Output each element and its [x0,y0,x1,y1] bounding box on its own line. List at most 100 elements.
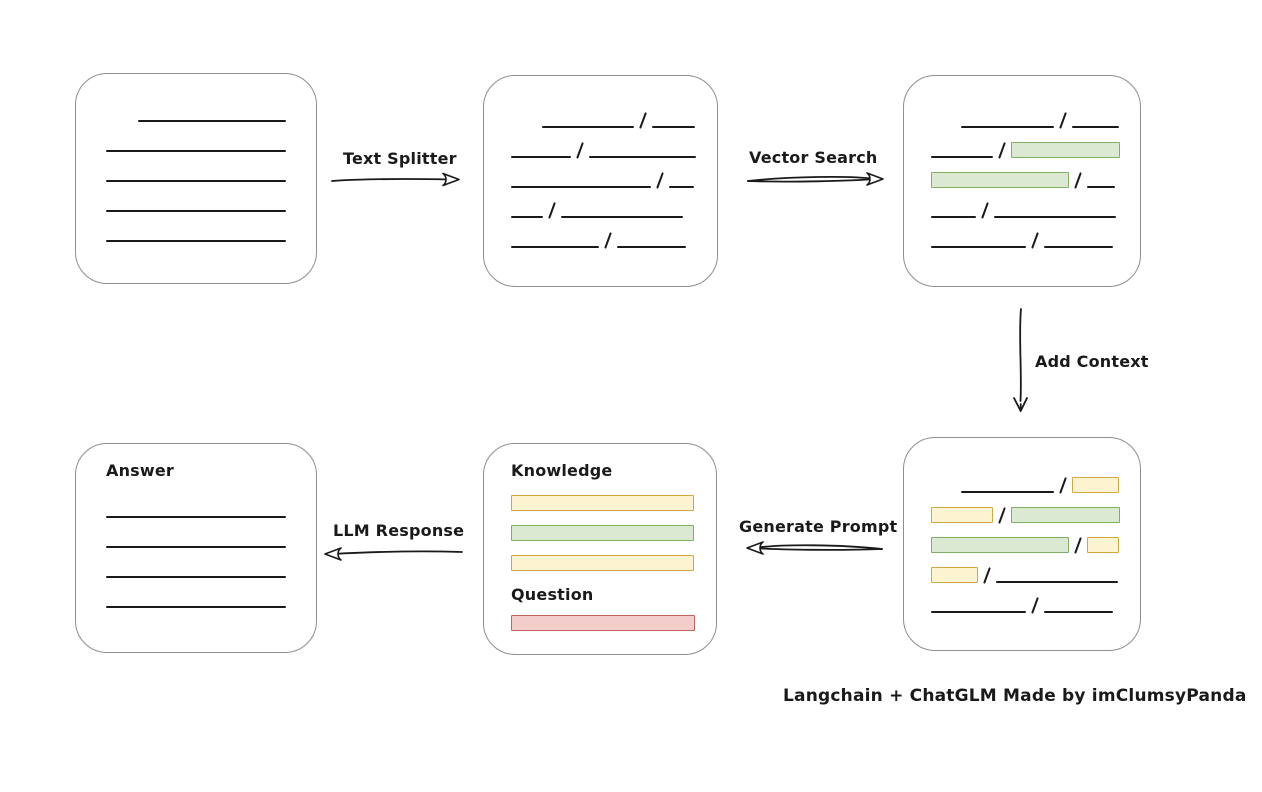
yellow-chunk [931,507,993,523]
text-slash [1059,112,1068,129]
text-slash [548,202,557,219]
text-row [931,98,1140,129]
document-lines [76,74,316,283]
text-row [106,548,316,578]
llm-response-label: LLM Response [333,521,465,540]
question-bars [511,615,716,631]
text-slash [1074,537,1083,554]
knowledge-label: Knowledge [511,461,613,480]
text-line [511,156,571,158]
prompt-box: Knowledge Question [483,443,717,655]
text-line [669,186,695,188]
generate-prompt-arrow-icon [746,541,883,555]
text-line [1044,246,1114,248]
text-slash [998,507,1007,524]
text-line [1072,126,1120,128]
green-chunk [931,172,1069,188]
text-chunks-box [483,75,718,287]
text-row [511,128,717,159]
text-slash [656,172,665,189]
text-row [106,152,316,182]
text-row [106,488,316,518]
text-row [931,218,1140,249]
text-line [994,216,1117,218]
text-line [106,180,286,182]
text-row [931,583,1140,614]
add-context-label: Add Context [1035,352,1149,371]
text-row [106,92,316,122]
text-line [1087,186,1116,188]
text-slash [639,112,648,129]
yellow-chunk [931,567,978,583]
text-line [931,156,993,158]
text-line [106,516,286,518]
text-row [106,182,316,212]
text-row [931,188,1140,219]
yellow-bar [511,555,694,571]
text-line [996,581,1119,583]
text-line [106,240,286,242]
vector-search-label: Vector Search [749,148,878,167]
text-row [931,158,1140,189]
text-line [106,576,286,578]
text-row [106,578,316,608]
text-line [106,546,286,548]
text-slash [1059,477,1068,494]
red-bar [511,615,695,631]
answer-lines [106,488,316,608]
knowledge-bars [511,495,716,571]
yellow-bar [511,495,694,511]
context-box [903,437,1141,651]
text-line [961,491,1054,493]
text-space [511,126,542,128]
text-slash [981,202,990,219]
text-chunks-rows [484,76,717,286]
add-context-arrow-icon [1013,308,1028,412]
text-slash [1074,172,1083,189]
answer-box: Answer [75,443,317,653]
text-space [106,120,138,122]
text-slash [576,142,585,159]
document-box [75,73,317,284]
green-chunk [1011,142,1121,158]
text-line [1044,611,1114,613]
generate-prompt-label: Generate Prompt [739,517,898,536]
text-row [511,218,717,249]
text-slash [604,232,613,249]
text-slash [983,567,992,584]
text-line [652,126,696,128]
text-row [931,553,1140,584]
text-line [106,606,286,608]
text-slash [1031,597,1040,614]
green-bar [511,525,694,541]
text-line [561,216,684,218]
text-row [106,518,316,548]
llm-response-arrow-icon [324,547,463,561]
text-line [931,611,1026,613]
text-line [511,186,651,188]
question-label: Question [511,585,594,604]
text-line [931,246,1026,248]
text-row [931,128,1140,159]
text-splitter-arrow-icon [331,172,460,187]
text-splitter-label: Text Splitter [343,149,457,168]
text-row [106,212,316,242]
text-line [511,246,599,248]
green-chunk [931,537,1069,553]
text-space [931,126,961,128]
text-line [931,216,976,218]
text-row [511,98,717,129]
text-row [511,188,717,219]
text-slash [998,142,1007,159]
vector-search-arrow-icon [747,172,884,186]
attribution-text: Langchain + ChatGLM Made by imClumsyPand… [783,686,1247,706]
green-chunk [1011,507,1121,523]
text-row [931,493,1140,524]
text-row [511,158,717,189]
text-row [931,523,1140,554]
yellow-chunk [1072,477,1120,493]
text-line [106,210,286,212]
text-line [617,246,687,248]
vector-results-box [903,75,1141,287]
